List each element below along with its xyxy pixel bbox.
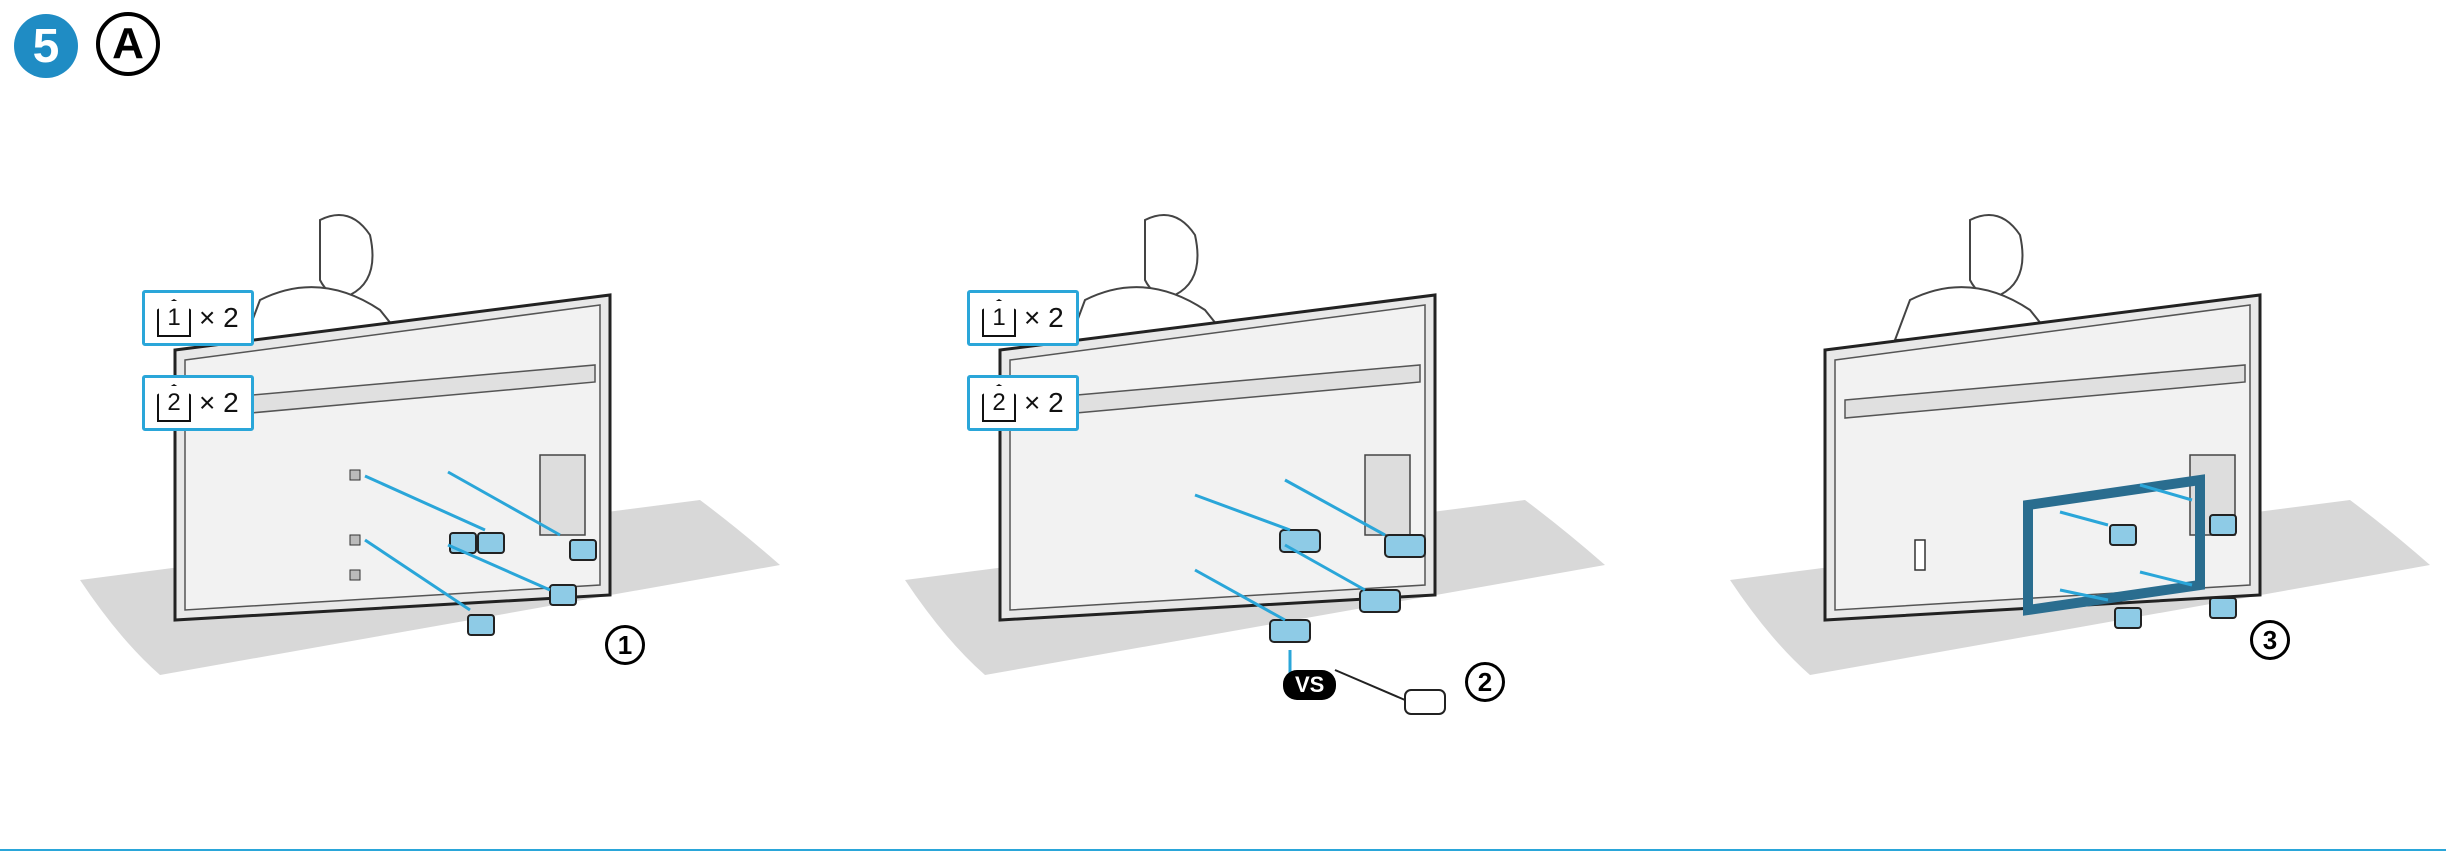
part-index-2: 2 bbox=[982, 384, 1016, 422]
person-icon bbox=[1895, 215, 2050, 340]
bottom-rule bbox=[0, 849, 2446, 851]
person-icon bbox=[245, 215, 400, 340]
vs-tag: VS bbox=[1283, 670, 1336, 700]
callout-part-1: 1 × 2 bbox=[967, 290, 1079, 346]
part-index-1: 1 bbox=[982, 299, 1016, 337]
person-icon bbox=[1070, 215, 1225, 340]
step-letter-badge: A bbox=[96, 12, 160, 76]
panel-attach-spacers: 1 × 2 2 × 2 VS 2 bbox=[905, 200, 1625, 760]
part-index-2: 2 bbox=[157, 384, 191, 422]
part-quantity-2: × 2 bbox=[1024, 387, 1064, 419]
part-quantity-1: × 2 bbox=[199, 302, 239, 334]
callout-part-2: 2 × 2 bbox=[142, 375, 254, 431]
part-index-1: 1 bbox=[157, 299, 191, 337]
tv-back-icon bbox=[1825, 295, 2260, 620]
part-quantity-1: × 2 bbox=[1024, 302, 1064, 334]
step-marker-3: 3 bbox=[2250, 620, 2290, 660]
step-number-badge: 5 bbox=[14, 14, 78, 78]
panel-remove-screws: 1 × 2 2 × 2 1 bbox=[80, 200, 800, 760]
callout-part-2: 2 × 2 bbox=[967, 375, 1079, 431]
screwdriver-icon bbox=[1335, 670, 1445, 714]
part-quantity-2: × 2 bbox=[199, 387, 239, 419]
callout-part-1: 1 × 2 bbox=[142, 290, 254, 346]
step-marker-1: 1 bbox=[605, 625, 645, 665]
panel-illustration bbox=[905, 200, 1625, 760]
panel-illustration bbox=[1730, 200, 2446, 760]
step-marker-2: 2 bbox=[1465, 662, 1505, 702]
panel-attach-bracket: 3 bbox=[1730, 200, 2446, 760]
panel-illustration bbox=[80, 200, 800, 760]
